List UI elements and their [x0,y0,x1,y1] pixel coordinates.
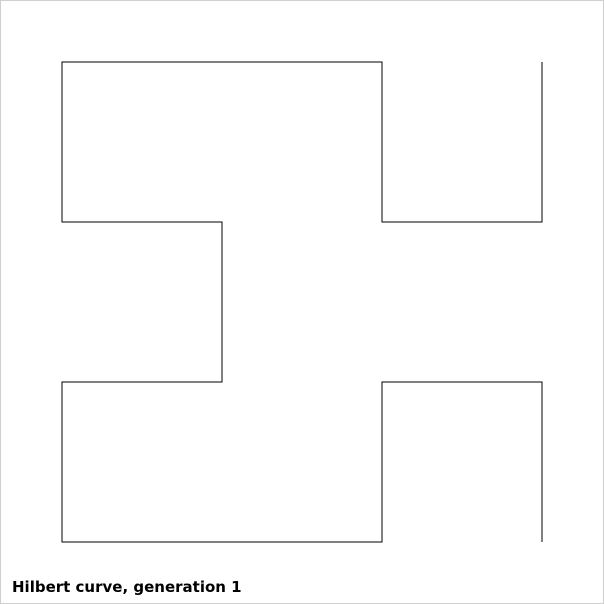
figure-caption: Hilbert curve, generation 1 [12,578,242,596]
hilbert-curve-path [61,61,543,543]
hilbert-curve [61,61,543,543]
